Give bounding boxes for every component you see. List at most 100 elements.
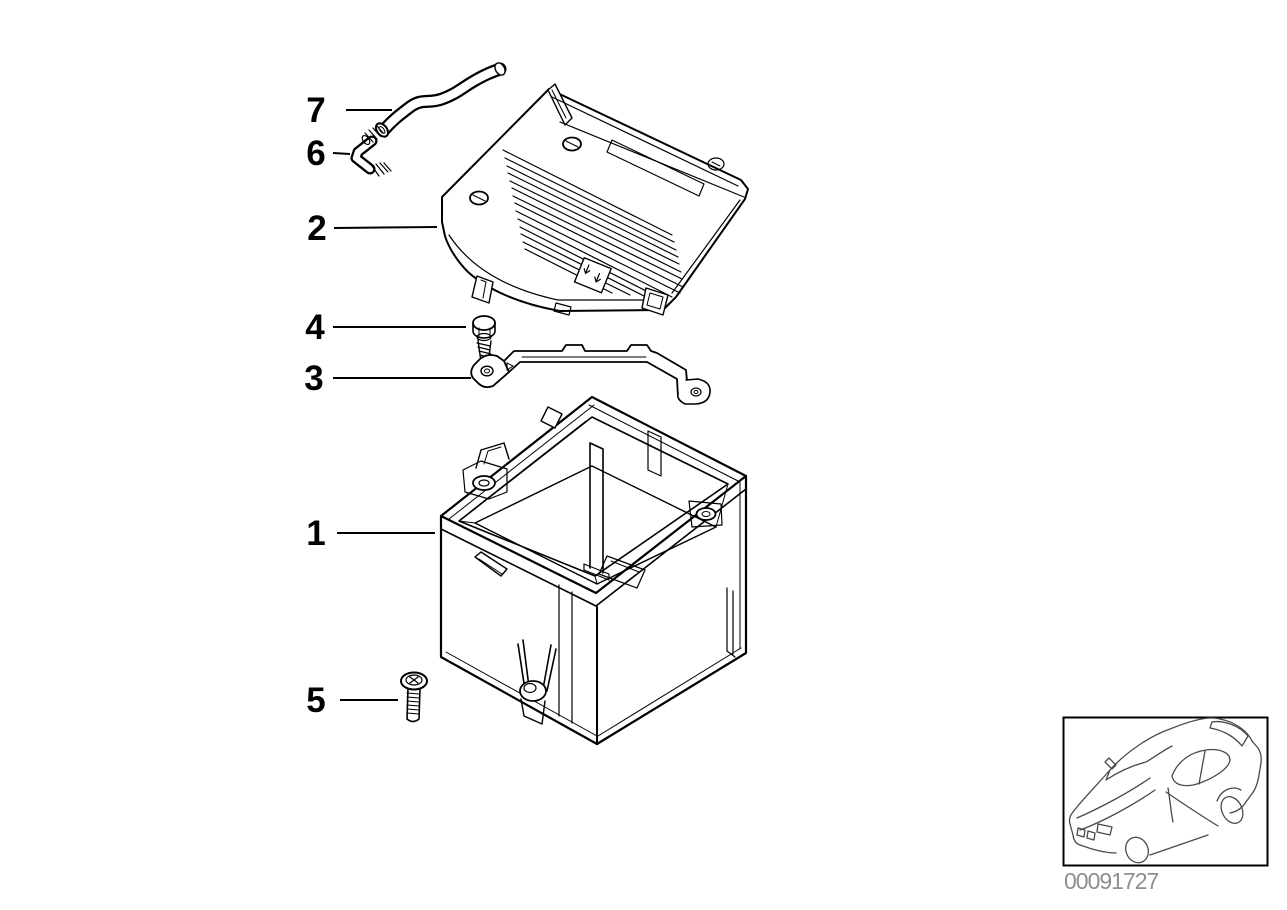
cover-tab-left	[471, 275, 494, 304]
box-left-wall-edges	[439, 514, 599, 746]
cover-back-screw-icon	[707, 157, 725, 171]
bracket-wedge	[506, 362, 514, 371]
box-right-boss-hole	[701, 511, 711, 517]
callout-6: 6	[306, 134, 351, 173]
callout-number-6: 6	[306, 134, 325, 173]
part-screw	[472, 315, 496, 372]
box-front-left-rim-tab-inner	[478, 558, 503, 575]
bracket-left-eye	[470, 354, 510, 389]
car-headlight	[1096, 823, 1113, 836]
box-foot-boss-hole	[523, 682, 537, 694]
box-left-clip	[475, 442, 510, 469]
car-hood-creases	[1076, 777, 1156, 831]
cover-screw-slot-left	[472, 194, 486, 202]
cover-tab-right	[641, 287, 669, 316]
part-holder-bracket	[470, 344, 711, 405]
image-number: 00091727	[1064, 868, 1159, 894]
callout-number-4: 4	[305, 308, 325, 347]
part-battery-box-cover	[441, 83, 749, 316]
car-b-pillar	[1198, 750, 1206, 785]
part-breather-hose	[374, 62, 507, 138]
box-back-wall-slot	[647, 430, 662, 477]
box-foot-base	[520, 698, 546, 725]
car-side-window	[1171, 748, 1231, 787]
hose-far-end-cap	[494, 62, 506, 76]
car-rear-wheel	[1220, 796, 1244, 824]
leader-line-6	[332, 152, 351, 155]
bracket-band-outer	[503, 344, 688, 382]
screw-head-top	[472, 315, 496, 331]
car-sketch-icon	[1068, 717, 1262, 864]
cover-warning-label	[573, 257, 612, 294]
bracket-band-inner	[508, 361, 679, 398]
screw-collar	[476, 332, 492, 342]
cover-bottom-clip	[553, 302, 572, 316]
box-right-boss	[695, 507, 717, 521]
bolt-head-inner	[405, 674, 423, 686]
cover-back-flange-inner	[551, 89, 567, 119]
box-rim-lip-lines	[448, 404, 741, 520]
screw-threads	[476, 342, 492, 362]
elbow-bottom-threads	[371, 162, 392, 177]
box-front-left-rim-tab	[474, 551, 508, 577]
callout-1: 1	[306, 514, 435, 553]
box-center-channel	[589, 442, 604, 574]
car-hood-edge	[1072, 769, 1111, 813]
callout-number-7: 7	[306, 91, 325, 130]
elbow-top-threads	[364, 125, 384, 143]
callout-7: 7	[306, 91, 392, 130]
box-left-boss-block	[462, 460, 508, 500]
box-floor-pocket	[598, 555, 646, 589]
box-foot-boss	[519, 680, 547, 702]
box-bottom-inner-lines	[445, 647, 742, 737]
callout-number-5: 5	[306, 681, 325, 720]
car-front-outline	[1068, 811, 1117, 854]
car-door-line	[1167, 787, 1174, 823]
box-front-wall-verticals	[558, 584, 573, 724]
bracket-left-hole-inner	[484, 368, 490, 374]
part-elbow-fitting	[350, 125, 392, 177]
box-left-boss-hole	[478, 479, 490, 487]
box-floor-pocket-inner	[610, 560, 640, 573]
bolt-threads	[406, 692, 420, 715]
part-bolt	[400, 671, 428, 723]
callout-3: 3	[304, 359, 471, 398]
cover-skirt-line	[448, 199, 741, 301]
car-rocker-line	[1149, 834, 1209, 856]
elbow-inner	[352, 137, 376, 173]
box-right-boss-block	[688, 500, 723, 528]
car-windshield	[1105, 745, 1173, 781]
cover-back-wall-block	[606, 139, 705, 197]
hose-end-opening-inner	[378, 126, 386, 134]
elbow-collar	[361, 134, 371, 146]
cover-label-box	[573, 257, 612, 294]
callout-number-1: 1	[306, 514, 325, 553]
callout-2: 2	[307, 209, 438, 248]
car-roofline	[1109, 717, 1253, 771]
callout-number-3: 3	[304, 359, 323, 398]
cover-tab-left-inner	[480, 279, 487, 299]
cover-tab-right-inner	[646, 292, 664, 310]
cover-outline	[441, 88, 749, 312]
thumbnail-frame	[1062, 716, 1269, 867]
screw-head-side	[472, 322, 496, 339]
part-battery-box	[439, 395, 748, 746]
cover-label-arrow-2	[594, 273, 601, 283]
car-rear-outline	[1229, 740, 1262, 814]
box-left-clip-inner	[483, 446, 502, 465]
box-right-wall-slot	[726, 587, 736, 658]
callout-5: 5	[306, 681, 398, 720]
box-right-wall-edges	[595, 474, 748, 746]
box-foot-fins	[517, 639, 557, 692]
car-rear-arch	[1216, 787, 1242, 802]
car-belt-crease	[1165, 791, 1219, 827]
callout-4: 4	[305, 308, 466, 347]
cover-screw-slot-top	[565, 140, 579, 148]
car-mirror	[1104, 757, 1117, 770]
cover-back-screw-slot	[711, 161, 721, 167]
box-interior-corner-lines	[458, 420, 729, 585]
car-rear-window	[1209, 720, 1249, 747]
car-kidney-grille	[1076, 827, 1096, 841]
